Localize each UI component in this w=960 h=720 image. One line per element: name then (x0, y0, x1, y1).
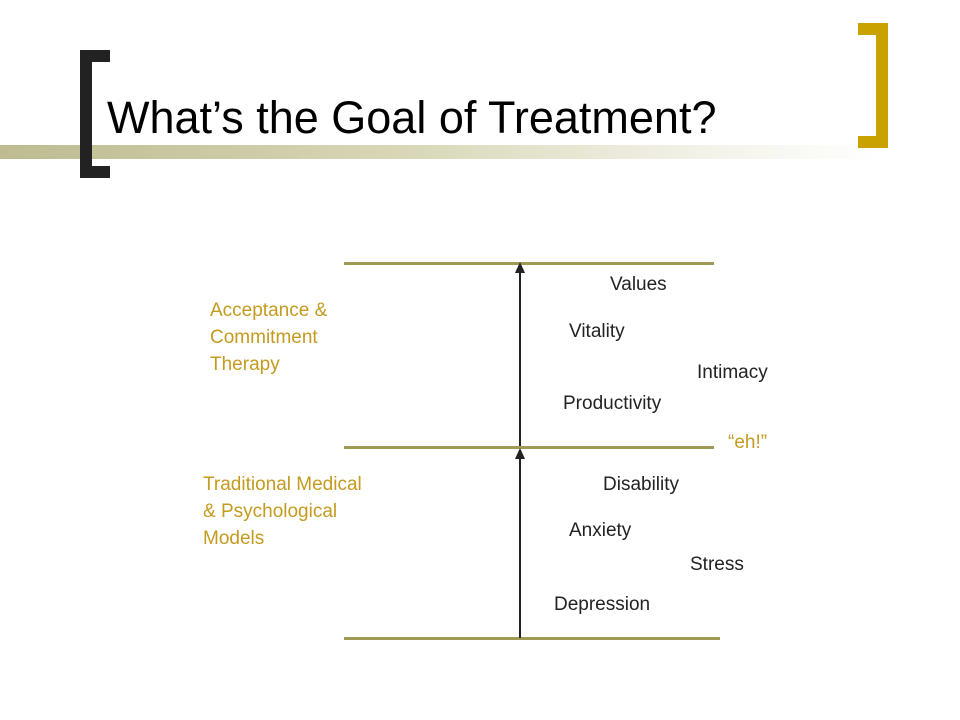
left-bracket-top (80, 50, 110, 62)
left-bracket-vertical (80, 50, 92, 178)
act-model-label: Acceptance & Commitment Therapy (210, 297, 327, 378)
traditional-model-label: Traditional Medical & Psychological Mode… (203, 471, 362, 552)
goal-word-depression: Depression (554, 594, 651, 615)
left-bracket-bottom (80, 166, 110, 178)
middle-rule-line (344, 446, 714, 449)
goal-word-vitality: Vitality (569, 321, 625, 342)
goal-word-stress: Stress (690, 554, 744, 575)
right-bracket-vertical (876, 23, 888, 148)
title-accent-bar (0, 145, 880, 159)
upward-arrow-icon (515, 262, 525, 446)
top-rule-line (344, 262, 714, 265)
act-label-line: Commitment (210, 327, 318, 348)
divider-label-eh: “eh!” (728, 432, 768, 453)
bottom-rule-line (344, 637, 720, 640)
right-bracket-top (858, 23, 888, 35)
right-bracket-bottom (858, 136, 888, 148)
goal-word-intimacy: Intimacy (697, 362, 768, 383)
goal-word-disability: Disability (603, 474, 680, 495)
traditional-label-line: Models (203, 528, 265, 549)
traditional-label-line: & Psychological (203, 501, 338, 522)
left-bracket-decoration (80, 50, 110, 178)
slide-title: What’s the Goal of Treatment? (107, 92, 717, 143)
right-bracket-decoration (858, 23, 888, 148)
upward-arrow-icon (515, 448, 525, 638)
goal-word-productivity: Productivity (563, 393, 662, 414)
goal-word-anxiety: Anxiety (569, 520, 632, 541)
goal-word-values: Values (610, 274, 667, 295)
traditional-label-line: Traditional Medical (203, 474, 362, 495)
act-label-line: Acceptance & (210, 300, 328, 321)
act-label-line: Therapy (210, 354, 280, 375)
